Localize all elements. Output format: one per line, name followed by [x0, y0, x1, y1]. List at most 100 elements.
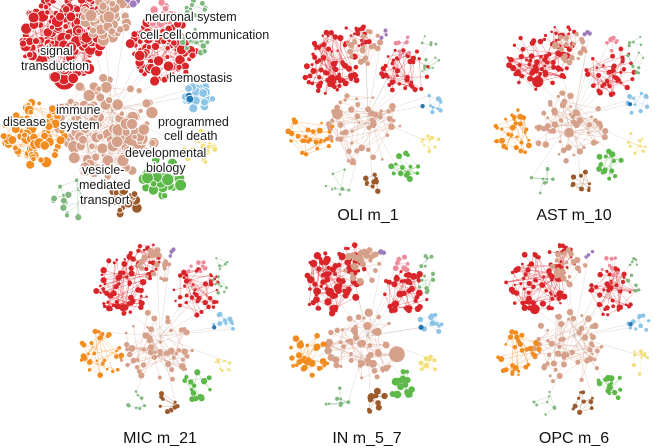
- network-node: [141, 254, 148, 261]
- network-node: [373, 45, 377, 50]
- network-node: [136, 393, 139, 397]
- network-node: [138, 29, 144, 36]
- network-node: [390, 61, 395, 66]
- network-node: [353, 64, 359, 70]
- network-node: [379, 109, 383, 113]
- network-node: [511, 114, 517, 120]
- network-node: [340, 328, 344, 332]
- network-node: [183, 45, 190, 52]
- network-node: [194, 269, 199, 273]
- network-node: [380, 158, 384, 161]
- network-node: [150, 271, 156, 277]
- network-node: [106, 258, 112, 264]
- network-node: [547, 395, 551, 398]
- network-node: [339, 131, 343, 135]
- network-node: [564, 352, 570, 358]
- network-node: [142, 248, 146, 252]
- network-node: [162, 266, 167, 271]
- network-node: [165, 361, 172, 368]
- network-node: [126, 351, 133, 358]
- network-node: [433, 145, 437, 149]
- network-node: [323, 251, 328, 256]
- network-node: [525, 142, 532, 149]
- network-node: [552, 43, 558, 50]
- network-node: [352, 293, 360, 301]
- network-node: [534, 279, 539, 283]
- network-node: [409, 80, 414, 85]
- network-node: [366, 39, 372, 45]
- network-edge: [133, 259, 161, 337]
- network-node: [534, 341, 540, 347]
- network-node: [179, 38, 187, 46]
- network-node: [305, 127, 311, 133]
- network-node: [364, 308, 373, 317]
- network-node: [92, 351, 97, 356]
- network-node: [184, 354, 190, 359]
- network-node: [200, 97, 209, 107]
- network-node: [514, 266, 521, 273]
- network-node: [183, 284, 187, 288]
- network-node: [291, 117, 297, 122]
- network-node: [364, 357, 371, 364]
- network-node: [226, 260, 229, 264]
- network-node: [599, 124, 604, 129]
- network-node: [216, 291, 220, 295]
- network-node: [550, 30, 553, 34]
- network-node: [70, 115, 77, 122]
- network-node: [219, 285, 223, 288]
- network-node: [87, 359, 93, 365]
- network-panel-mic: [79, 243, 235, 415]
- network-edge: [367, 67, 430, 117]
- network-node: [385, 133, 390, 138]
- network-node: [391, 58, 396, 62]
- network-node: [587, 347, 593, 353]
- network-node: [590, 83, 596, 89]
- network-node: [569, 105, 573, 108]
- network-node: [223, 290, 226, 294]
- network-node: [338, 79, 342, 84]
- network-node: [365, 147, 371, 153]
- network-node: [87, 368, 92, 372]
- network-node: [227, 316, 233, 322]
- network-node: [327, 271, 332, 276]
- network-node: [567, 275, 572, 279]
- network-node: [527, 62, 532, 67]
- network-node: [553, 367, 558, 372]
- network-node: [529, 176, 534, 180]
- network-node: [62, 23, 69, 30]
- network-node: [517, 341, 524, 348]
- network-node: [608, 91, 615, 98]
- network-node: [367, 394, 374, 401]
- network-node: [555, 275, 559, 279]
- network-node: [611, 36, 616, 41]
- network-node: [596, 153, 603, 160]
- network-node: [558, 34, 564, 40]
- network-node: [590, 139, 597, 146]
- network-node: [88, 142, 96, 150]
- network-node: [554, 32, 557, 35]
- network-node: [115, 367, 120, 372]
- network-node: [381, 67, 386, 72]
- network-node: [399, 270, 403, 274]
- network-node: [628, 322, 633, 327]
- network-node: [512, 364, 519, 371]
- network-node: [215, 288, 218, 292]
- network-node: [523, 272, 528, 277]
- network-node: [617, 375, 622, 380]
- network-node: [585, 71, 591, 77]
- network-node: [521, 304, 528, 311]
- network-node: [539, 66, 544, 72]
- network-node: [590, 249, 595, 254]
- network-node: [599, 345, 604, 349]
- network-node: [321, 34, 325, 37]
- network-node: [375, 348, 381, 355]
- network-node: [355, 255, 364, 264]
- network-node: [614, 40, 618, 45]
- network-node: [194, 369, 201, 376]
- network-node: [7, 135, 18, 145]
- network-node: [436, 137, 441, 142]
- network-node: [219, 367, 222, 371]
- network-edge: [345, 97, 374, 101]
- network-node: [124, 275, 129, 279]
- network-node: [412, 87, 418, 93]
